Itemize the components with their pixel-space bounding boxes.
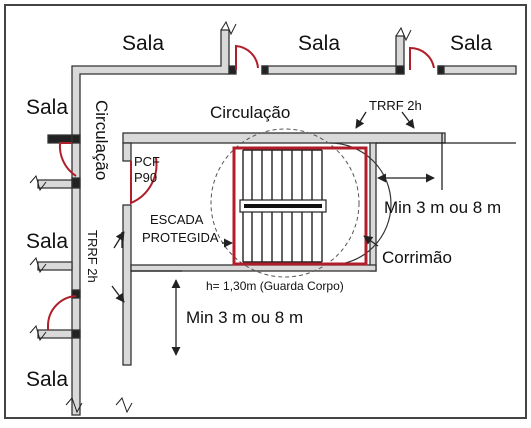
room-label-left-3: Sala (26, 368, 68, 391)
room-label-top-1: Sala (122, 32, 164, 55)
fire-door-arc (130, 157, 158, 205)
handrail-line (232, 146, 368, 266)
stair-label-1: ESCADA (150, 212, 204, 227)
top-walls (71, 29, 517, 416)
circulation-label-horizontal: Circulação (210, 103, 290, 122)
room-doors (46, 44, 435, 330)
room-label-left-1: Sala (26, 96, 68, 119)
fire-rating-label-top: TRRF 2h (369, 98, 422, 113)
fire-rating-label-left: TRRF 2h (85, 230, 100, 283)
fire-door-label-1: PCF (134, 154, 160, 169)
stair-label-2: PROTEGIDA (142, 230, 219, 245)
turning-circle (210, 128, 360, 278)
dimension-arrows (111, 111, 516, 356)
left-walls (37, 134, 81, 339)
break-lines (29, 20, 412, 414)
room-label-top-3: Sala (450, 32, 492, 55)
fire-door-label-2: P90 (134, 170, 157, 185)
circulation-label-vertical: Circulação (92, 100, 111, 180)
room-label-top-2: Sala (298, 32, 340, 55)
room-labels: Sala Sala Sala Sala Sala Sala (26, 32, 492, 391)
handrail-label: Corrimão (382, 248, 452, 267)
min-distance-label-bottom: Min 3 m ou 8 m (186, 308, 303, 327)
guard-height-label: h= 1,30m (Guarda Corpo) (206, 279, 344, 293)
room-label-left-2: Sala (26, 230, 68, 253)
min-distance-label-right: Min 3 m ou 8 m (384, 198, 501, 217)
